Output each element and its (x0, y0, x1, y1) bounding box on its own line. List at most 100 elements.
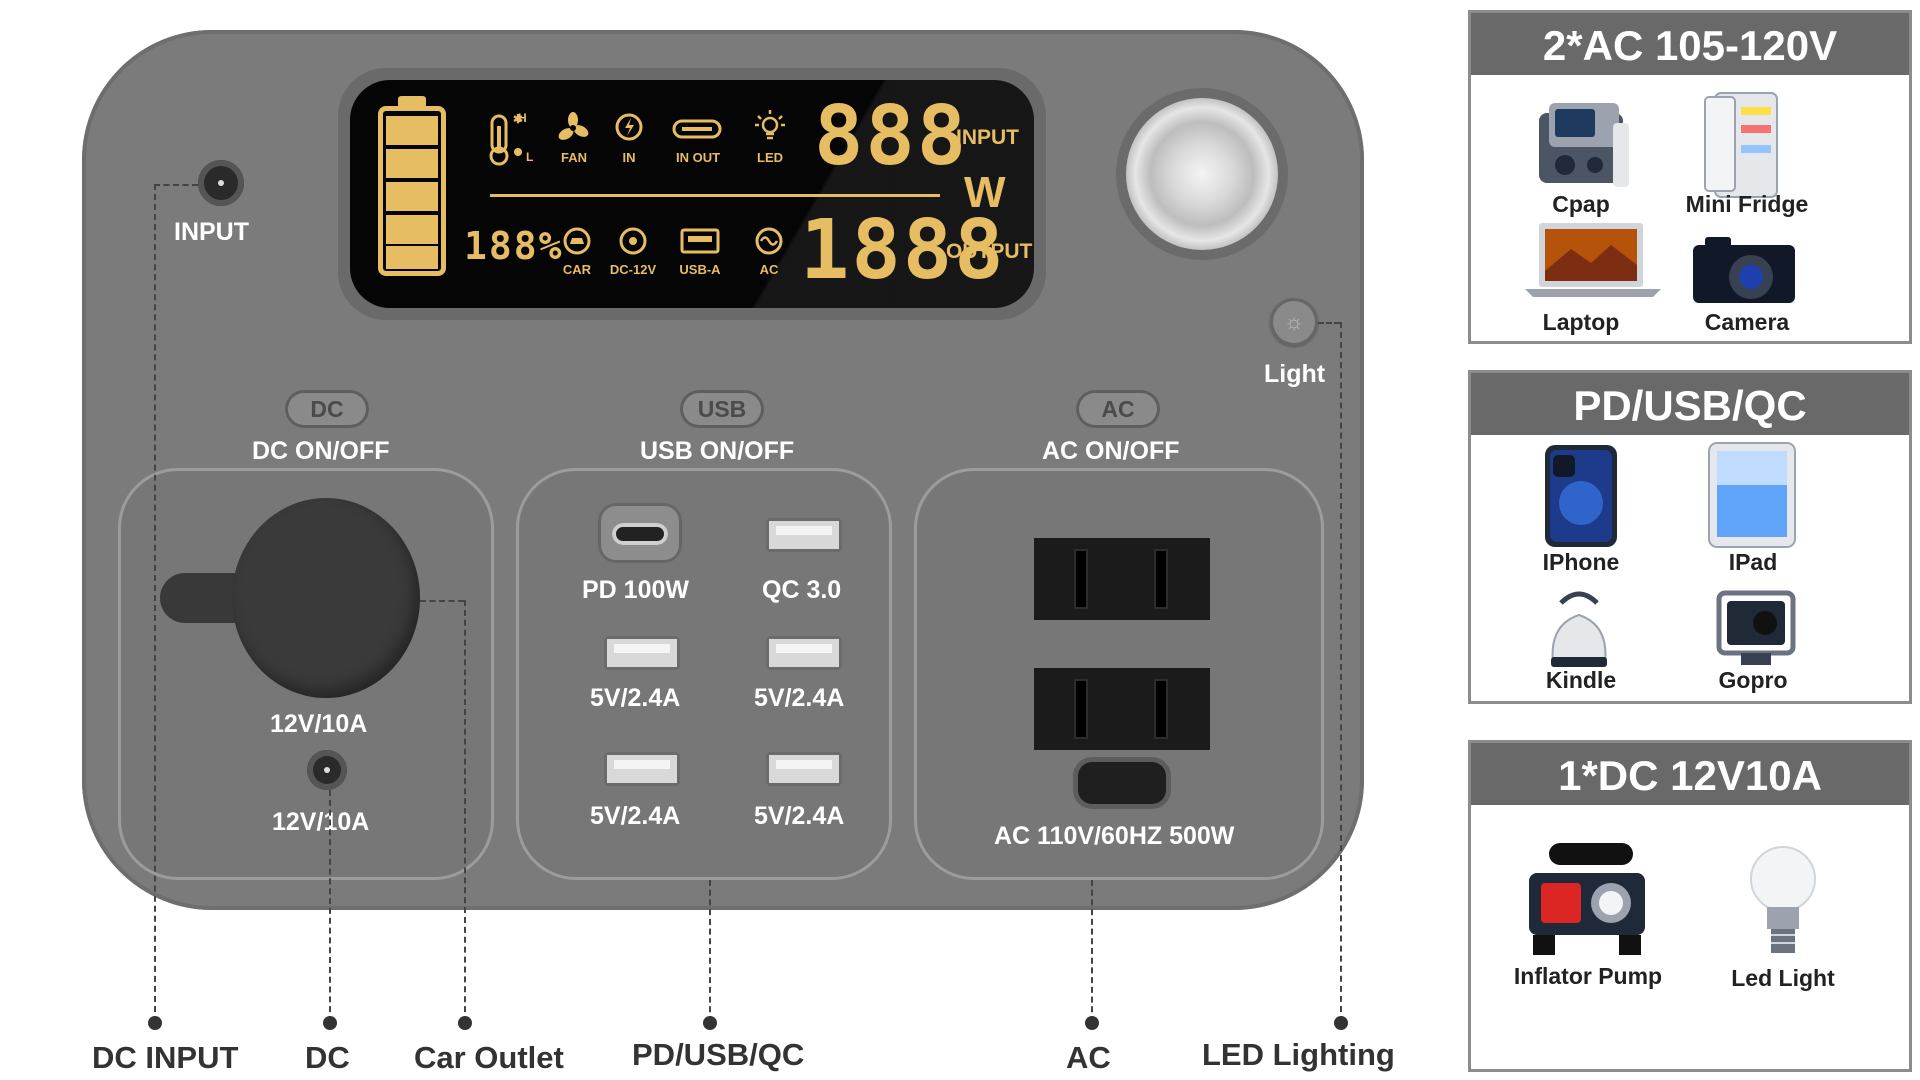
ac-devices-card: 2*AC 105-120V Cpap Mini Fridge Laptop (1468, 10, 1912, 344)
usba-label: USB-A (679, 262, 721, 277)
iphone-icon (1545, 445, 1617, 547)
cpap-icon (1539, 103, 1629, 187)
dc12v-label: DC-12V (609, 262, 657, 277)
ac-outlet-1[interactable] (1034, 538, 1210, 620)
item-gopro: Gopro (1718, 667, 1788, 693)
dc-output-port[interactable] (307, 750, 347, 790)
thermometer-icon (489, 114, 522, 166)
led-icon (755, 110, 785, 140)
callout-ac: AC (1066, 1040, 1111, 1075)
lcd-divider (490, 194, 940, 197)
qc-usb-port[interactable] (766, 518, 842, 552)
kettle-icon (1551, 591, 1607, 667)
usb-port-1[interactable] (604, 636, 680, 670)
watt-unit: W (964, 168, 1006, 217)
usb-rating-1: 5V/2.4A (590, 684, 681, 712)
battery-percent: 188% (464, 224, 564, 268)
ipad-icon (1708, 442, 1796, 548)
card-title: PD/USB/QC (1471, 373, 1909, 435)
ac-button[interactable]: AC (1076, 390, 1160, 428)
battery-icon (378, 106, 446, 276)
item-ipad: IPad (1728, 549, 1778, 575)
in-out-label: IN OUT (675, 150, 721, 165)
output-label: OUTPUT (946, 240, 1033, 263)
dc-input-port[interactable] (198, 160, 244, 206)
callout-dc: DC (305, 1040, 350, 1075)
car-label: CAR (562, 262, 592, 277)
item-inflator-pump: Inflator Pump (1513, 963, 1663, 989)
pd-label: PD 100W (582, 576, 689, 604)
ac-outlet-2[interactable] (1034, 668, 1210, 750)
ac-onoff-label: AC ON/OFF (1042, 437, 1180, 465)
fan-label: FAN (561, 150, 587, 165)
dc-button[interactable]: DC (285, 390, 369, 428)
usb-devices-card: PD/USB/QC IPhone IPad Kindle Gopro (1468, 370, 1912, 704)
dc-leader (329, 790, 331, 1022)
ac-leader (1091, 880, 1093, 1022)
led-leader (1340, 322, 1342, 1022)
dc-port-icon (619, 227, 647, 255)
led-label: LED (757, 150, 783, 165)
usb-port-2[interactable] (766, 636, 842, 670)
usb-button[interactable]: USB (680, 390, 764, 428)
car-outlet[interactable] (232, 498, 420, 698)
dc-devices-card: 1*DC 12V10A Inflator Pump Led Light (1468, 740, 1912, 1072)
car-outlet-leader (464, 600, 466, 1022)
item-cpap: Cpap (1552, 191, 1610, 217)
callout-led-lighting: LED Lighting (1202, 1037, 1395, 1072)
item-laptop: Laptop (1542, 309, 1620, 335)
ac-label: AC (759, 262, 779, 277)
usb-port-3[interactable] (604, 752, 680, 786)
item-camera: Camera (1704, 309, 1790, 335)
battery-icon-cap (398, 96, 426, 108)
led-bulb-icon (1750, 846, 1816, 953)
usb-c-port[interactable] (612, 523, 668, 545)
qc-label: QC 3.0 (762, 576, 842, 604)
usb-onoff-label: USB ON/OFF (640, 437, 795, 465)
usb-rating-2: 5V/2.4A (754, 684, 845, 712)
mini-fridge-icon (1704, 92, 1778, 198)
laptop-icon (1525, 223, 1661, 297)
light-label: Light (1264, 360, 1326, 388)
light-button[interactable]: ☼ (1270, 298, 1318, 346)
usb-leader (709, 880, 711, 1022)
led-lamp (1126, 98, 1278, 250)
temp-high-label: H (518, 111, 527, 125)
in-label: IN (622, 150, 636, 165)
output-watts: 1888 (800, 203, 1006, 298)
ac-rating: AC 110V/60HZ 500W (994, 822, 1235, 850)
gopro-icon (1716, 590, 1796, 665)
fan-icon (558, 112, 589, 140)
usb-port-4[interactable] (766, 752, 842, 786)
camera-icon (1693, 237, 1795, 303)
callout-dc-input: DC INPUT (92, 1040, 239, 1075)
item-iphone: IPhone (1542, 549, 1620, 575)
battery-inout-icon (672, 119, 722, 139)
usb-rating-3: 5V/2.4A (590, 802, 681, 830)
ac-cover-slot (1078, 762, 1166, 804)
input-watts: 888 (814, 89, 969, 184)
input-port-label: INPUT (174, 218, 249, 246)
usb-a-icon (680, 228, 720, 254)
callout-car-outlet: Car Outlet (414, 1040, 564, 1075)
usb-rating-4: 5V/2.4A (754, 802, 845, 830)
inflator-pump-icon (1529, 843, 1645, 955)
car-icon (563, 227, 591, 255)
power-icon (615, 113, 643, 141)
callout-pd-usb-qc: PD/USB/QC (632, 1037, 805, 1072)
input-label: INPUT (956, 126, 1019, 149)
card-title: 2*AC 105-120V (1471, 13, 1909, 75)
car-outlet-rating: 12V/10A (270, 710, 368, 738)
item-mini-fridge: Mini Fridge (1685, 191, 1809, 217)
snowflake-icon: ✱ (513, 112, 524, 126)
temp-low-label: L (526, 150, 534, 164)
ac-wave-icon (755, 227, 783, 255)
light-bulb-icon: ☼ (1283, 309, 1305, 334)
card-title: 1*DC 12V10A (1471, 743, 1909, 805)
dc-input-leader (154, 184, 156, 1022)
item-led-light: Led Light (1731, 965, 1835, 991)
dc-port-rating: 12V/10A (272, 808, 370, 836)
item-kindle: Kindle (1545, 667, 1617, 693)
dc-onoff-label: DC ON/OFF (252, 437, 390, 465)
